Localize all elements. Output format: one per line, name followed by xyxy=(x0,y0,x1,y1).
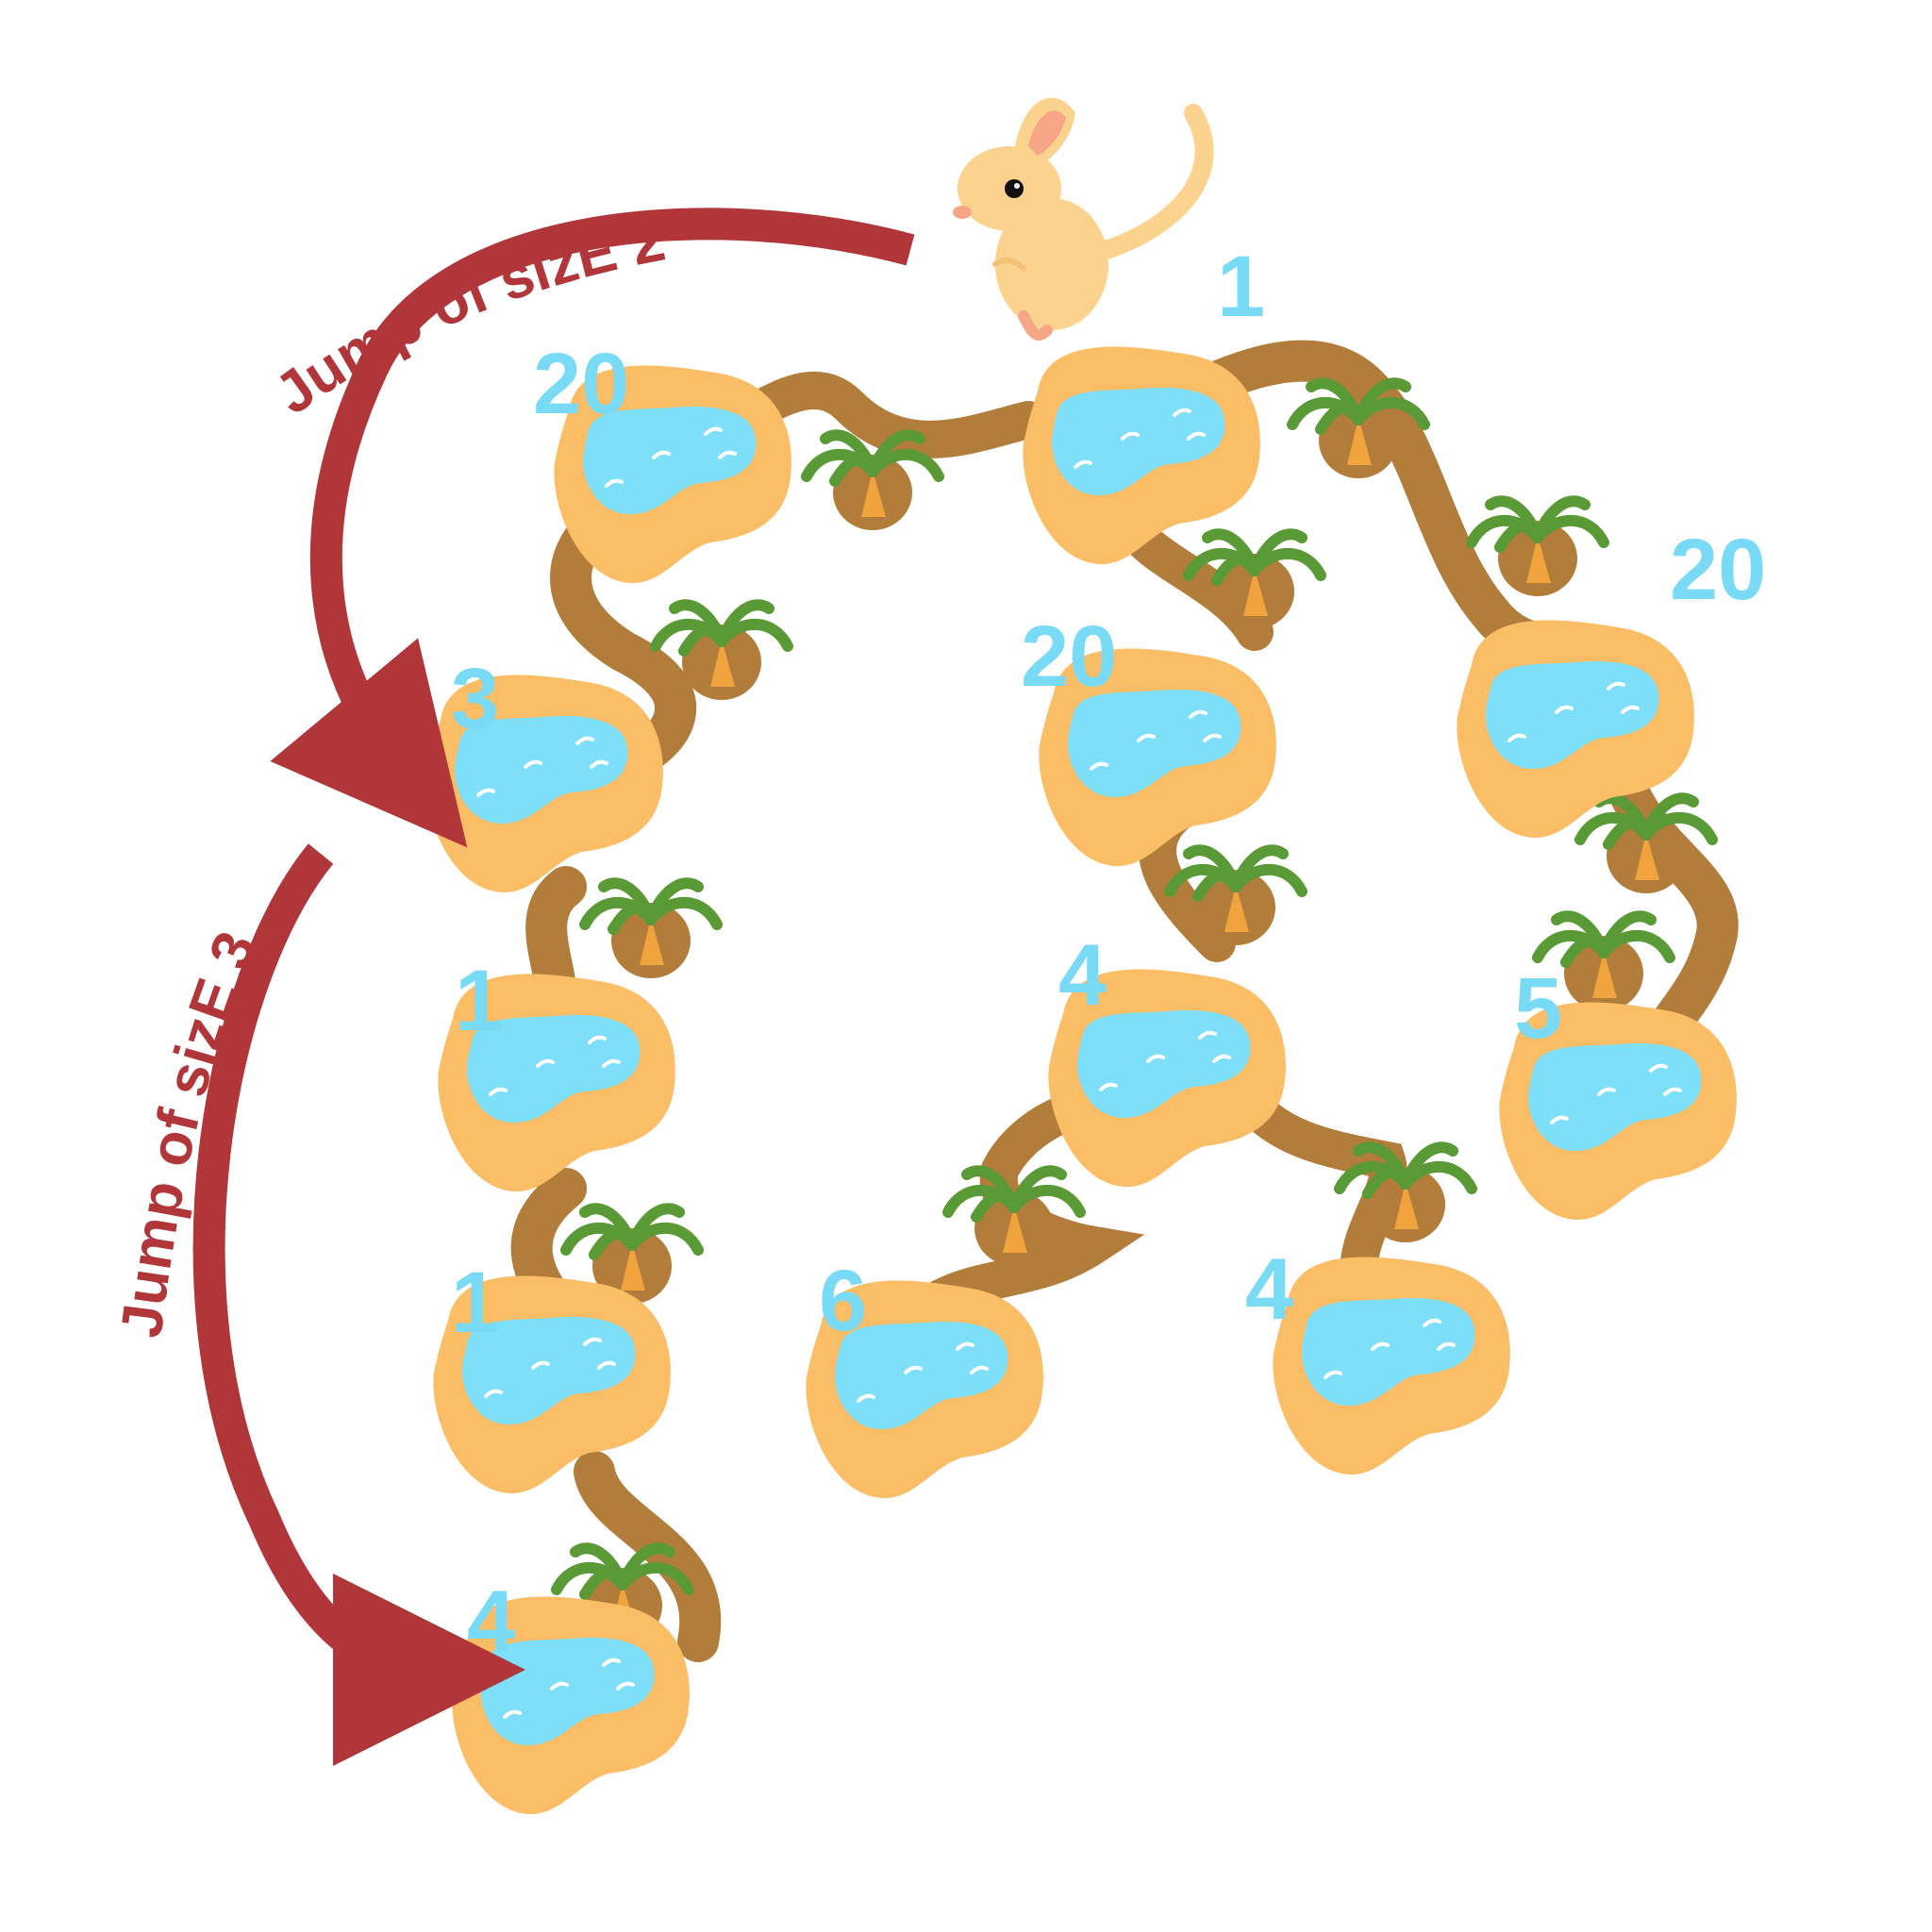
oasis-number: 4 xyxy=(467,1574,515,1670)
jump-label-size-3: Jump of sizE 3 xyxy=(108,923,269,1341)
oasis-number: 1 xyxy=(1217,239,1265,335)
oasis-number: 5 xyxy=(1514,960,1562,1057)
jump-arrow-size-3 xyxy=(192,843,525,1766)
oasis-number: 4 xyxy=(1058,927,1107,1024)
oasis-number: 4 xyxy=(1245,1241,1293,1338)
jerboa-icon xyxy=(953,97,1214,341)
oasis-numbers: 20 3 1 1 4 1 20 4 6 4 20 5 xyxy=(451,239,1766,1670)
oasis-icon xyxy=(1271,1255,1512,1477)
palm-tree-icon xyxy=(585,883,717,978)
oasis-number: 3 xyxy=(451,651,499,747)
oasis-number: 6 xyxy=(819,1253,867,1349)
oasis-number: 1 xyxy=(451,1255,499,1351)
jump-label-text: Jump of sizE 3 xyxy=(108,923,269,1341)
jump-arrow-size-2 xyxy=(270,208,915,848)
oasis-number: 20 xyxy=(533,336,629,432)
oasis-number: 20 xyxy=(1670,522,1766,618)
oasis-number: 20 xyxy=(1021,608,1117,705)
oasis-number: 1 xyxy=(455,953,503,1049)
